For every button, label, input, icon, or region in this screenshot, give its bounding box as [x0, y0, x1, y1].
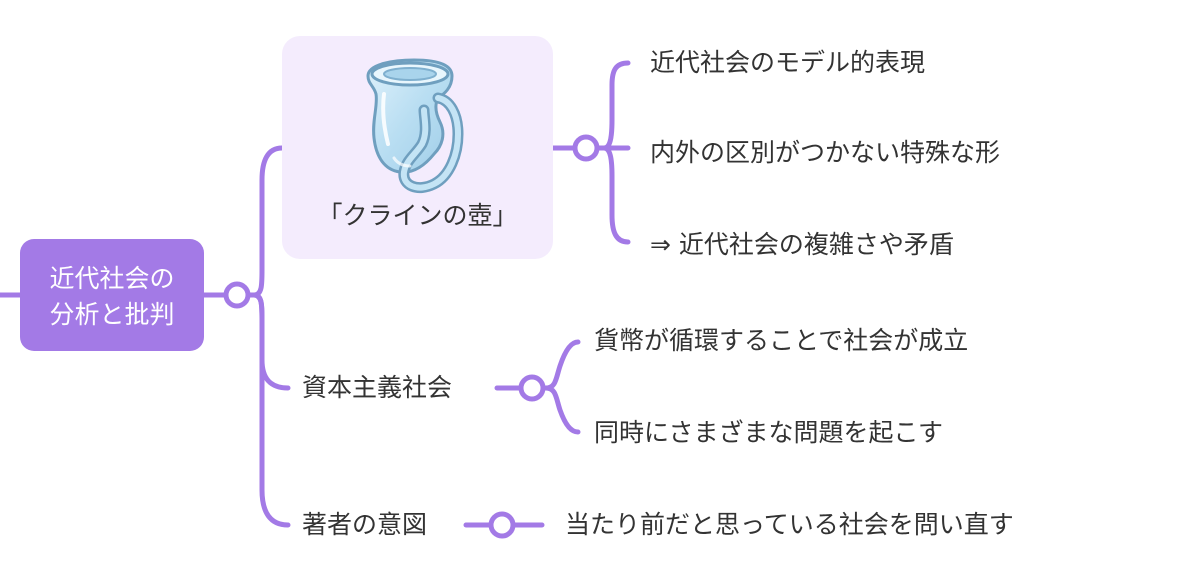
intent-hub-node [491, 514, 513, 536]
root-topic[interactable]: 近代社会の 分析と批判 [20, 239, 204, 351]
capitalism-hub-node [521, 377, 543, 399]
capitalism-topic[interactable]: 資本主義社会 [302, 373, 452, 403]
klein-detail-1[interactable]: 近代社会のモデル的表現 [650, 48, 925, 78]
klein-bottle-icon [354, 54, 479, 194]
klein-detail-3[interactable]: ⇒ 近代社会の複雑さや矛盾 [650, 230, 954, 260]
intent-topic[interactable]: 著者の意図 [302, 510, 427, 540]
klein-bottle-caption: 「クラインの壺」 [282, 196, 553, 232]
klein-bottle-card[interactable]: 「クラインの壺」 [282, 36, 553, 259]
intent-detail-1[interactable]: 当たり前だと思っている社会を問い直す [565, 510, 1014, 540]
capitalism-detail-1[interactable]: 貨幣が循環することで社会が成立 [594, 326, 968, 356]
root-hub-node [226, 284, 248, 306]
root-topic-line2: 分析と批判 [49, 297, 174, 333]
root-topic-line1: 近代社会の [49, 261, 174, 297]
klein-detail-2[interactable]: 内外の区別がつかない特殊な形 [650, 138, 1000, 168]
klein-hub-node [575, 137, 597, 159]
capitalism-detail-2[interactable]: 同時にさまざまな問題を起こす [594, 418, 943, 448]
